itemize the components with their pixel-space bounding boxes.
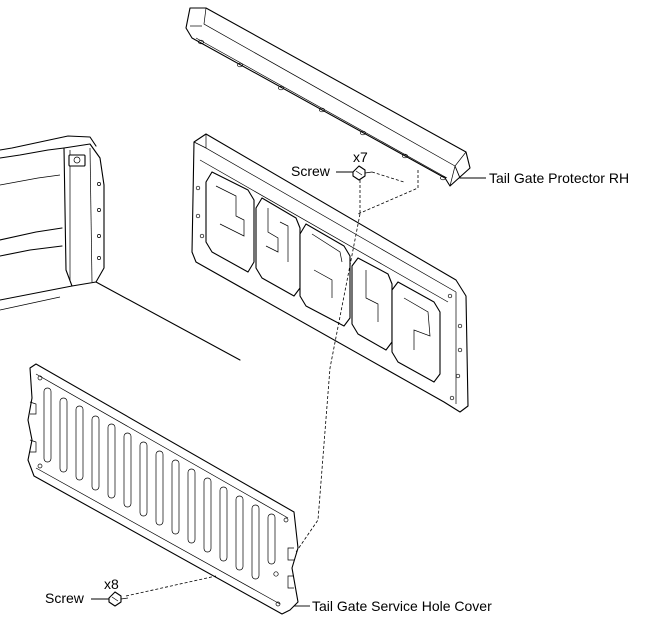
truck-bed [0, 135, 241, 361]
label-screw-lower-qty: x8 [104, 576, 119, 592]
tail-gate-panel [191, 133, 469, 413]
screw-upper-icon [352, 165, 373, 181]
service-hole-cover [27, 363, 299, 615]
screw-lower-icon [108, 591, 129, 607]
label-service-hole-cover: Tail Gate Service Hole Cover [312, 598, 492, 614]
label-tail-gate-protector: Tail Gate Protector RH [489, 170, 629, 186]
assembly-lines [125, 170, 419, 597]
leader-protector [454, 165, 486, 179]
cover-ribs [43, 387, 276, 580]
label-screw-upper: Screw [291, 163, 331, 179]
tail-gate-protector [185, 7, 471, 187]
label-screw-upper-qty: x7 [353, 149, 368, 165]
label-screw-lower: Screw [45, 590, 85, 606]
